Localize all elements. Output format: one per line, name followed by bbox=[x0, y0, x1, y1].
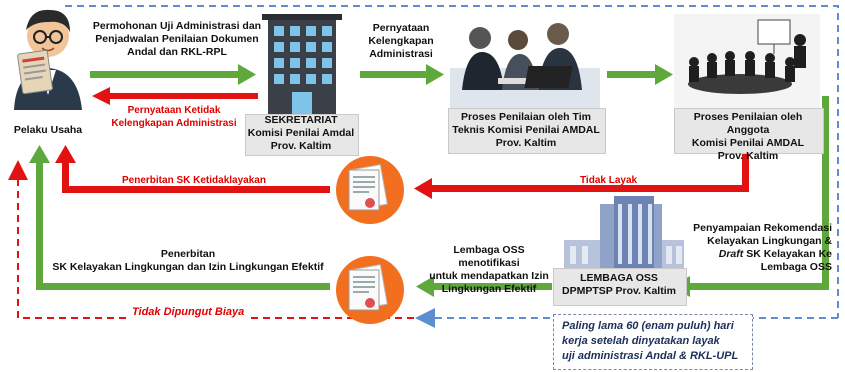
boardroom-icon bbox=[674, 14, 820, 110]
dashed-blue-top-line bbox=[65, 5, 839, 318]
anggota-line-2: Komisi Penilai AMDAL bbox=[691, 137, 805, 149]
oss-line-2: DPMPTSP Prov. Kaltim bbox=[562, 285, 676, 297]
note-line-1: Paling lama 60 (enam puluh) hari bbox=[562, 320, 734, 332]
permohonan-line-1: Permohonan Uji Administrasi dan bbox=[92, 20, 262, 32]
notifikasi-line-1: Lembaga OSS menotifikasi bbox=[453, 244, 525, 269]
meeting-people-icon bbox=[450, 23, 600, 108]
arrow-notifikasi bbox=[416, 276, 552, 297]
tidak-layak-label: Tidak Layak bbox=[580, 175, 638, 186]
ketidak-line-2: Kelengkapan Administrasi bbox=[111, 118, 237, 129]
arrow-tim-to-anggota bbox=[607, 64, 673, 85]
panel-sekretariat bbox=[245, 114, 359, 156]
rekomendasi-line-4: Lembaga OSS bbox=[760, 261, 832, 273]
tim-teknis-line-3: Prov. Kaltim bbox=[495, 137, 557, 149]
oss-text: LEMBAGA OSS DPMPTSP Prov. Kaltim bbox=[553, 272, 685, 298]
panel-tim-teknis bbox=[448, 108, 606, 154]
tim-teknis-text: Proses Penilaian oleh Tim Teknis Komisi … bbox=[448, 111, 604, 150]
rekomendasi-draft: Draft SK Kelayakan Ke bbox=[718, 248, 832, 260]
ketidak-line-1: Pernyataan Ketidak bbox=[127, 105, 221, 116]
permohonan-line-3: Andal dan RKL-RPL bbox=[127, 46, 227, 58]
businessman-icon bbox=[14, 9, 82, 110]
oss-line-1: LEMBAGA OSS bbox=[580, 272, 658, 284]
notifikasi-line-2: untuk mendapatkan Izin bbox=[429, 270, 549, 282]
permohonan-text: Permohonan Uji Administrasi dan Penjadwa… bbox=[88, 20, 266, 59]
arrow-kelengkapan bbox=[360, 64, 444, 85]
kelengkapan-line-2: Kelengkapan bbox=[368, 35, 434, 47]
dashed-red-biaya-line bbox=[8, 160, 414, 319]
tim-teknis-line-1: Proses Penilaian oleh Tim bbox=[461, 111, 591, 123]
sekretariat-line-2: Komisi Penilai Amdal bbox=[247, 127, 355, 139]
actor-pelaku-usaha-label: Pelaku Usaha bbox=[13, 124, 83, 136]
sk-ketidaklayakan-label: Penerbitan SK Ketidaklayakan bbox=[122, 175, 266, 186]
tidak-dipungut-biaya-label: Tidak Dipungut Biaya bbox=[128, 306, 249, 319]
rekomendasi-line-3: Draft SK Kelayakan Ke bbox=[676, 248, 832, 261]
kelengkapan-line-1: Pernyataan bbox=[372, 22, 430, 34]
penerbitan-line-2: SK Kelayakan Lingkungan dan Izin Lingkun… bbox=[52, 261, 324, 273]
rekomendasi-line-2: Kelayakan Lingkungan & bbox=[707, 235, 832, 247]
anggota-line-3: Prov. Kaltim bbox=[717, 150, 779, 162]
notifikasi-line-3: Lingkungan Efektif bbox=[441, 283, 537, 295]
permohonan-line-2: Penjadwalan Penilaian Dokumen bbox=[95, 33, 259, 45]
rekomendasi-line-1: Penyampaian Rekomendasi bbox=[693, 222, 832, 234]
sekretariat-text: SEKRETARIAT Komisi Penilai Amdal Prov. K… bbox=[245, 114, 357, 153]
kelengkapan-line-3: Administrasi bbox=[369, 48, 433, 60]
sekretariat-line-1: SEKRETARIAT bbox=[264, 114, 338, 126]
tim-teknis-line-2: Teknis Komisi Penilai AMDAL bbox=[452, 124, 600, 136]
ketidak-text: Pernyataan Ketidak Kelengkapan Administr… bbox=[100, 104, 248, 130]
document-icon-ketidaklayakan bbox=[336, 156, 404, 224]
arrow-ketidak bbox=[92, 87, 258, 105]
note-line-3: uji administrasi Andal & RKL-UPL bbox=[562, 350, 739, 362]
anggota-line-1: Proses Penilaian oleh Anggota bbox=[693, 111, 803, 136]
arrow-sk-ketidaklayakan bbox=[55, 145, 330, 193]
document-icon-izin bbox=[336, 256, 404, 324]
deadline-note-box: Paling lama 60 (enam puluh) hari kerja s… bbox=[553, 314, 753, 370]
penerbitan-line-1: Penerbitan bbox=[160, 248, 216, 260]
kelengkapan-text: Pernyataan Kelengkapan Administrasi bbox=[356, 22, 446, 61]
building-icon bbox=[262, 14, 342, 114]
panel-anggota bbox=[674, 108, 824, 154]
office-tower-icon bbox=[564, 196, 684, 270]
panel-oss bbox=[553, 268, 687, 306]
sekretariat-line-3: Prov. Kaltim bbox=[270, 140, 332, 152]
note-line-2: kerja setelah dinyatakan layak bbox=[562, 335, 720, 347]
arrow-penerbitan bbox=[29, 145, 330, 290]
notifikasi-text: Lembaga OSS menotifikasi untuk mendapatk… bbox=[424, 244, 554, 296]
arrow-tidak-layak bbox=[414, 152, 749, 199]
anggota-text: Proses Penilaian oleh Anggota Komisi Pen… bbox=[672, 111, 824, 163]
penerbitan-text: Penerbitan SK Kelayakan Lingkungan dan I… bbox=[48, 248, 328, 274]
arrow-permohonan bbox=[90, 64, 256, 85]
rekomendasi-text: Penyampaian Rekomendasi Kelayakan Lingku… bbox=[676, 222, 832, 274]
